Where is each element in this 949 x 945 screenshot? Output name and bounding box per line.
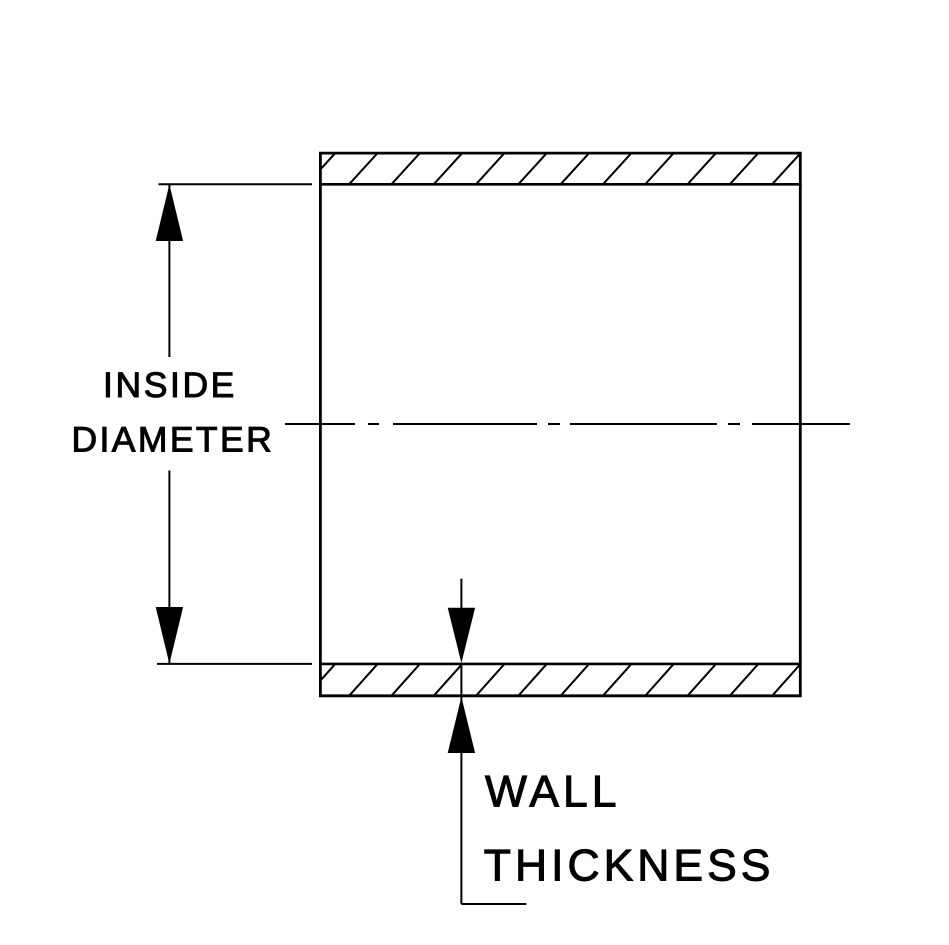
svg-text:DIAMETER: DIAMETER [72,420,275,460]
svg-text:WALL: WALL [485,768,621,817]
svg-text:INSIDE: INSIDE [103,365,237,405]
svg-text:THICKNESS: THICKNESS [484,842,775,891]
